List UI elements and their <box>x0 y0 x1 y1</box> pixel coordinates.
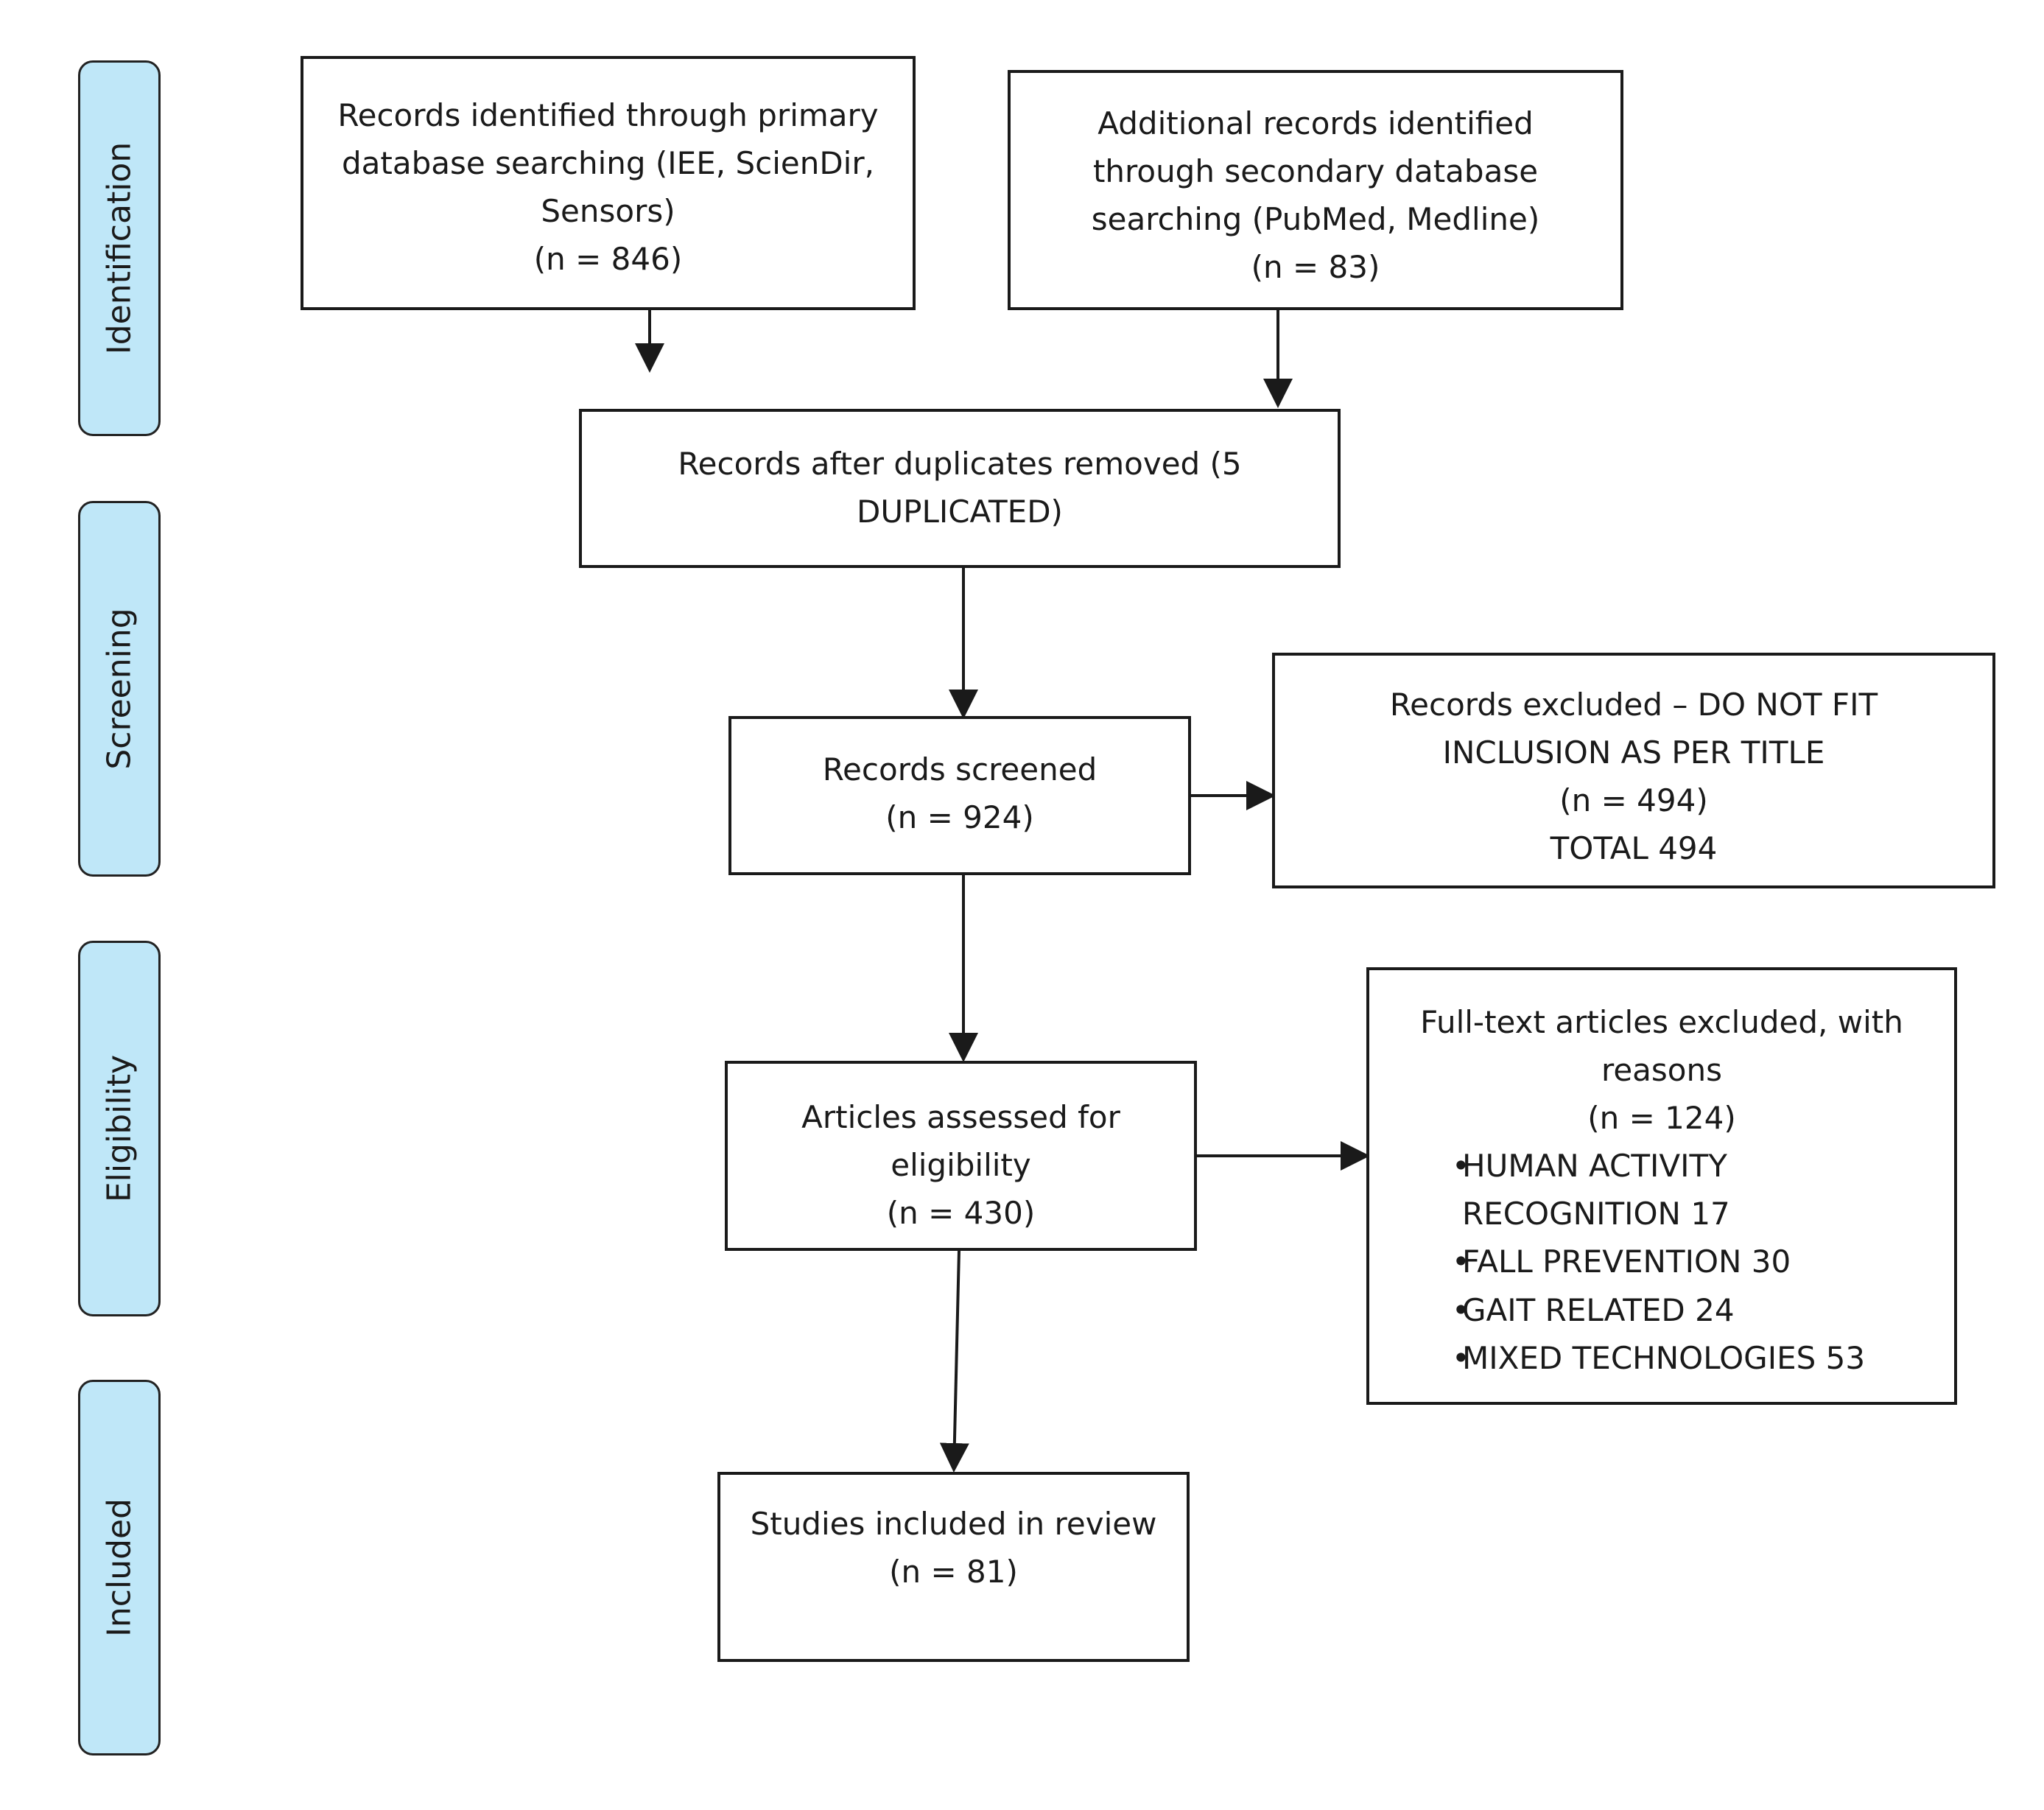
fulltext-header-line-2: reasons <box>1601 1052 1722 1089</box>
fulltext-header-line-1: Full-text articles excluded, with <box>1420 1004 1903 1040</box>
secondary-line-4: (n = 83) <box>1251 249 1380 286</box>
box-primary-database: Records identified through primary datab… <box>301 56 916 310</box>
included-line-1: Studies included in review <box>750 1506 1157 1542</box>
phase-eligibility: Eligibility <box>78 941 161 1316</box>
list-item: • GAIT RELATED 24 <box>1369 1286 1954 1334</box>
box-studies-included: Studies included in review (n = 81) <box>717 1472 1190 1662</box>
bullet-icon: • <box>1452 1244 1470 1280</box>
bullet-icon: • <box>1452 1339 1470 1376</box>
screened-line-1: Records screened <box>822 751 1097 788</box>
arrow-assessed-to-included <box>939 1250 969 1473</box>
excluded-line-2: INCLUSION AS PER TITLE <box>1442 734 1825 771</box>
screened-line-2: (n = 924) <box>885 799 1034 836</box>
bullet-icon: • <box>1452 1291 1470 1328</box>
box-secondary-database: Additional records identified through se… <box>1008 70 1623 310</box>
box-fulltext-excluded: Full-text articles excluded, with reason… <box>1366 967 1957 1405</box>
duplicates-line-1: Records after duplicates removed (5 <box>678 446 1242 482</box>
assessed-line-3: (n = 430) <box>886 1195 1036 1232</box>
primary-line-3: Sensors) <box>541 193 675 230</box>
primary-line-4: (n = 846) <box>533 241 683 278</box>
secondary-line-2: through secondary database <box>1092 153 1539 190</box>
fulltext-header-line-3: (n = 124) <box>1587 1100 1736 1137</box>
primary-line-2: database searching (IEE, ScienDir, <box>342 145 874 182</box>
box-records-excluded: Records excluded – DO NOT FIT INCLUSION … <box>1272 653 1995 888</box>
bullet-icon: • <box>1452 1148 1470 1185</box>
reason-line: MIXED TECHNOLOGIES 53 <box>1462 1339 1866 1376</box>
phase-screening: Screening <box>78 501 161 877</box>
reason-line: HUMAN ACTIVITY <box>1462 1148 1727 1185</box>
phase-identification: Identification <box>78 60 161 436</box>
phase-included: Included <box>78 1380 161 1755</box>
list-item: • FALL PREVENTION 30 <box>1369 1238 1954 1285</box>
reason-line-continued: RECOGNITION 17 <box>1462 1196 1730 1232</box>
primary-line-1: Records identified through primary <box>337 97 879 133</box>
assessed-line-2: eligibility <box>891 1147 1031 1184</box>
box-duplicates-removed: Records after duplicates removed (5 DUPL… <box>579 409 1341 568</box>
list-item: • MIXED TECHNOLOGIES 53 <box>1369 1334 1954 1382</box>
list-item: • HUMAN ACTIVITY RECOGNITION 17 <box>1369 1142 1954 1238</box>
box-articles-assessed: Articles assessed for eligibility (n = 4… <box>725 1061 1197 1251</box>
reason-line: GAIT RELATED 24 <box>1462 1291 1735 1328</box>
excluded-line-3: (n = 494) <box>1559 782 1708 819</box>
box-records-screened: Records screened (n = 924) <box>728 716 1191 875</box>
secondary-line-1: Additional records identified <box>1097 105 1534 141</box>
secondary-line-3: searching (PubMed, Medline) <box>1091 201 1540 238</box>
included-line-2: (n = 81) <box>889 1554 1018 1590</box>
excluded-line-1: Records excluded – DO NOT FIT <box>1389 687 1878 723</box>
excluded-line-4: TOTAL 494 <box>1550 830 1718 867</box>
reason-line: FALL PREVENTION 30 <box>1462 1244 1791 1280</box>
assessed-line-1: Articles assessed for <box>801 1099 1120 1135</box>
exclusion-reasons-list: • HUMAN ACTIVITY RECOGNITION 17 • FALL P… <box>1369 1142 1954 1381</box>
duplicates-line-2: DUPLICATED) <box>857 494 1063 530</box>
